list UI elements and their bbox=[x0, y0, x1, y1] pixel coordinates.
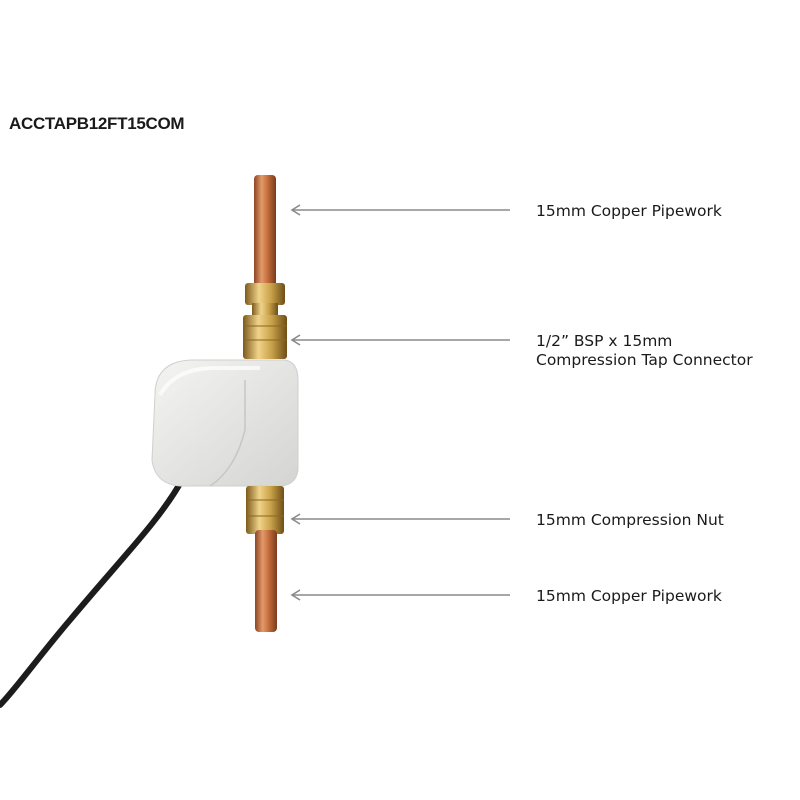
callout-tap-connector: 1/2” BSP x 15mm Compression Tap Connecto… bbox=[536, 332, 753, 370]
arrow-tap-connector bbox=[290, 334, 510, 346]
compression-nut-bottom bbox=[246, 486, 284, 534]
callout-text: 15mm Compression Nut bbox=[536, 511, 724, 529]
callout-text: 1/2” BSP x 15mm bbox=[536, 332, 673, 350]
callout-text: Compression Tap Connector bbox=[536, 351, 753, 369]
arrow-copper-pipe-top bbox=[290, 204, 510, 216]
arrow-compression-nut bbox=[290, 513, 510, 525]
valve-body bbox=[151, 359, 299, 487]
copper-pipe-top bbox=[254, 175, 276, 290]
callout-copper-pipework-bottom: 15mm Copper Pipework bbox=[536, 587, 722, 606]
product-code: ACCTAPB12FT15COM bbox=[9, 114, 185, 133]
callout-text: 15mm Copper Pipework bbox=[536, 587, 722, 605]
callout-text: 15mm Copper Pipework bbox=[536, 202, 722, 220]
callout-compression-nut: 15mm Compression Nut bbox=[536, 511, 724, 530]
compression-nut-top bbox=[245, 283, 285, 305]
copper-pipe-bottom bbox=[255, 530, 277, 632]
arrow-copper-pipe-bottom bbox=[290, 589, 510, 601]
power-cable bbox=[0, 477, 185, 708]
tap-connector bbox=[243, 315, 287, 359]
callout-copper-pipework-top: 15mm Copper Pipework bbox=[536, 202, 722, 221]
